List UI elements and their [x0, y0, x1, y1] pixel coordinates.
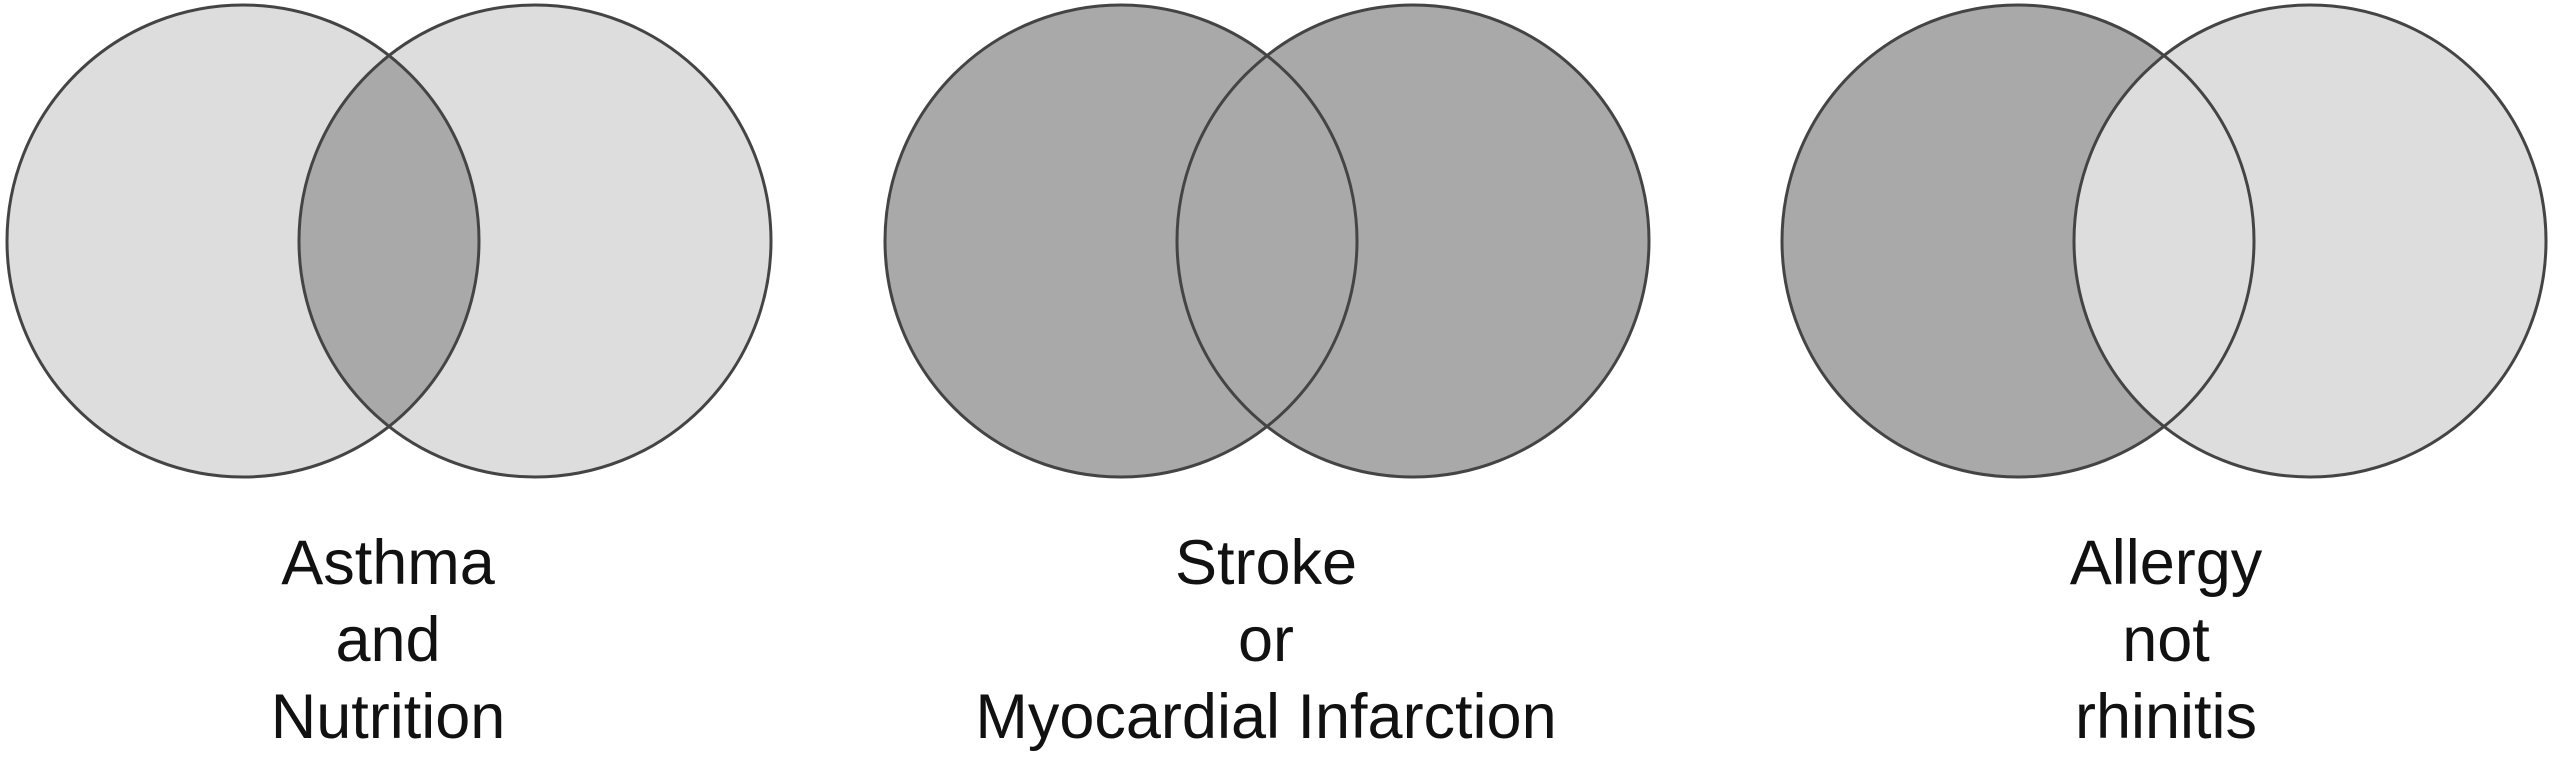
venn-diagram-and	[5, 3, 773, 479]
venn-circle-left-outline	[1780, 3, 2256, 479]
venn-label-not: Allergy not rhinitis	[1766, 525, 2556, 756]
label-line: Nutrition	[270, 682, 506, 752]
label-operator: and	[335, 605, 441, 675]
label-line: Stroke	[1174, 528, 1358, 598]
venn-circle-left-outline	[883, 3, 1359, 479]
venn-circle-right	[1177, 5, 1649, 477]
venn-label-or: Stroke or Myocardial Infarction	[866, 525, 1666, 756]
venn-diagram-not	[1780, 3, 2548, 479]
label-line: Allergy	[2069, 528, 2263, 598]
label-operator: or	[1237, 605, 1295, 675]
label-line: Myocardial Infarction	[975, 682, 1557, 752]
venn-circle-right-outline	[297, 3, 773, 479]
venn-diagram-or	[883, 3, 1651, 479]
venn-label-and: Asthma and Nutrition	[0, 525, 788, 756]
label-operator: not	[2122, 605, 2210, 675]
venn-circle-right-outline	[1175, 3, 1651, 479]
label-line: rhinitis	[2074, 682, 2258, 752]
venn-circle-right	[2074, 5, 2546, 477]
label-line: Asthma	[281, 528, 495, 598]
venn-circle-left-outline	[5, 3, 481, 479]
venn-intersection-region	[299, 5, 479, 477]
venn-circle-right-outline	[2072, 3, 2548, 479]
